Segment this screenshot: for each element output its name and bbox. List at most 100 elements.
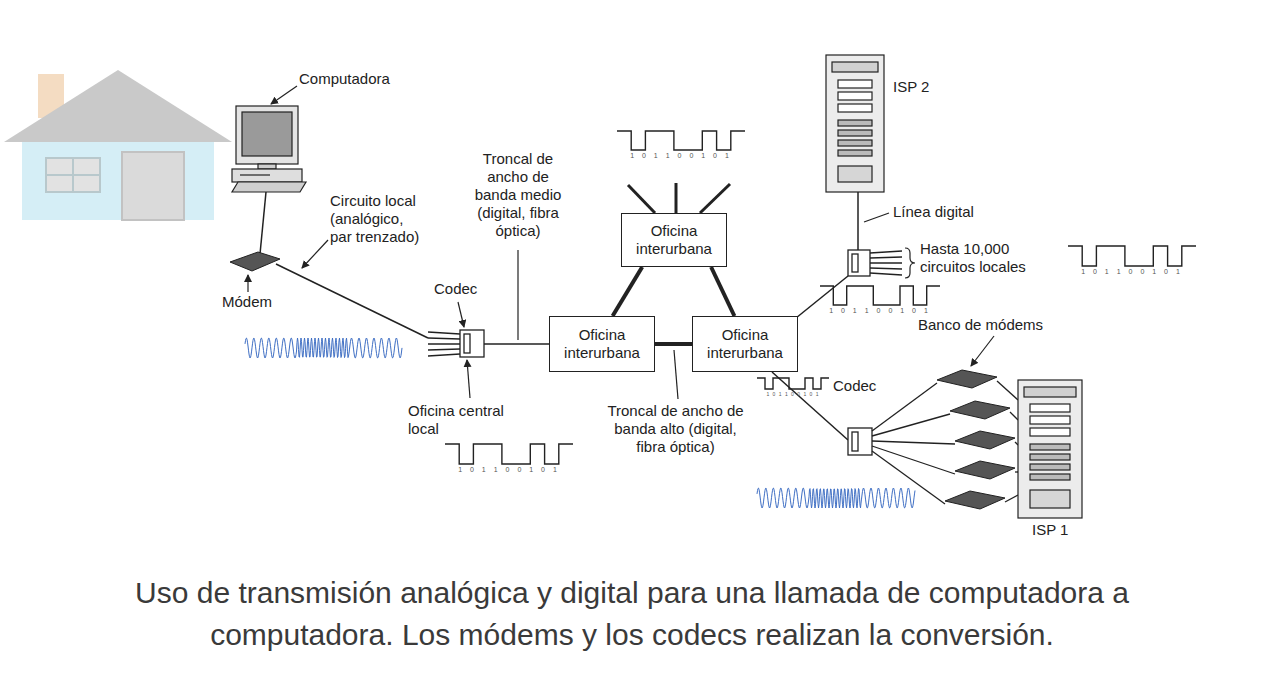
- house-icon: [4, 70, 232, 220]
- bit-sequence: 1 0 1 1 0 0 1 0 1: [445, 466, 573, 474]
- leader-line-part: [458, 302, 464, 327]
- modem-bank-wire-part: [1005, 495, 1018, 502]
- local-loop-wire-part: [428, 343, 460, 345]
- server-icon-part: [838, 80, 872, 88]
- local-loop-wire-part: [428, 349, 460, 350]
- device-label: Codec: [833, 377, 876, 395]
- codec-symbol: [848, 250, 872, 455]
- digital-line-part: [870, 273, 902, 275]
- modem-bank-wire-part: [997, 381, 1018, 400]
- digital-wave: [445, 131, 1196, 464]
- trunk-wire-part: [675, 183, 678, 213]
- modem-bank-wire-part: [872, 414, 950, 436]
- digital-line-part: [870, 268, 902, 269]
- server-icon-part: [832, 62, 878, 72]
- note-label: Hasta 10,000 circuitos locales: [920, 240, 1032, 276]
- computer-icon-part: [232, 169, 302, 182]
- modem-bank: [937, 370, 1015, 509]
- codec-symbol-part: [464, 334, 470, 353]
- device-label: Computadora: [299, 70, 390, 88]
- digital-wave-part: [1068, 246, 1196, 266]
- modem-bank-wire-part: [1010, 412, 1018, 420]
- server-icon-part: [1030, 444, 1070, 450]
- server-icon: [826, 55, 884, 192]
- local-loop-wire: [260, 192, 460, 356]
- leader-line-part: [517, 250, 518, 340]
- codec-symbol-part: [848, 250, 870, 276]
- house-icon-part: [4, 70, 232, 142]
- modem-bank-part: [950, 401, 1010, 419]
- modem-bank-wire-part: [872, 383, 937, 431]
- trunk-wire-part: [484, 343, 549, 345]
- bit-sequence: 1 0 1 1 0 0 1 0 1: [1068, 268, 1196, 276]
- local-loop-wire-part: [428, 338, 460, 339]
- device-label: Codec: [434, 280, 477, 298]
- digital-wave-part: [445, 444, 573, 464]
- modem-bank-part: [955, 461, 1015, 479]
- local-loop-wire-part: [260, 192, 266, 254]
- modem-bank-wire-part: [872, 441, 955, 444]
- leader-line-part: [971, 336, 994, 366]
- trunk-label: Troncal de ancho de banda medio (digital…: [468, 150, 568, 240]
- leader-line-part: [674, 350, 678, 399]
- computer-icon-part: [242, 112, 292, 156]
- server-icon-part: [1030, 416, 1070, 424]
- house-icon-part: [46, 158, 100, 192]
- server-icon-part: [838, 104, 872, 112]
- device-label: Módem: [222, 293, 272, 311]
- office-label: Oficina interurbana: [628, 222, 720, 258]
- codec-symbol-part: [460, 330, 484, 357]
- house-icon-part: [22, 142, 214, 220]
- leader-line-part: [467, 360, 470, 398]
- office-box: Oficina interurbana: [621, 213, 727, 267]
- modem-bank-wire-part: [872, 451, 945, 504]
- server-icon-part: [838, 120, 872, 126]
- digital-line-part: [870, 251, 902, 253]
- trunk-wire-part: [700, 184, 730, 213]
- digital-line-part: [870, 257, 902, 258]
- server-icon-part: [838, 166, 872, 182]
- codec-symbol-part: [852, 254, 858, 272]
- office-label: Oficina interurbana: [699, 326, 791, 362]
- codec-symbol-part: [848, 428, 872, 455]
- server-icon-part: [838, 140, 872, 146]
- computer-icon: [232, 106, 306, 192]
- digital-wave-part: [820, 286, 940, 305]
- computer-icon-part: [236, 106, 298, 164]
- leader-line-part: [302, 240, 328, 268]
- leader-line-part: [864, 213, 889, 222]
- server-icon-part: [1030, 404, 1070, 412]
- server-icon-part: [1030, 454, 1070, 460]
- office-box: Oficina interurbana: [549, 316, 655, 372]
- digital-line-part: [857, 192, 859, 250]
- server-icon-part: [1024, 387, 1076, 397]
- server-icon: [1018, 380, 1082, 518]
- trunk-wire-part: [628, 185, 655, 213]
- trunk-connector: [655, 342, 692, 346]
- server-icon-part: [1030, 474, 1070, 480]
- digital-wave-part: [757, 378, 829, 389]
- computer-icon-part: [232, 182, 306, 192]
- local-loop-wire-part: [428, 354, 460, 356]
- house-icon-part: [46, 174, 100, 176]
- server-icon-part: [838, 130, 872, 136]
- trunk-connector: [613, 267, 643, 316]
- server-icon-part: [1018, 380, 1082, 518]
- server-icon-part: [838, 150, 872, 156]
- trunk-connector: [711, 267, 734, 316]
- trunk-wire: [484, 183, 848, 440]
- server-label: ISP 2: [893, 78, 929, 96]
- codec-symbol: [460, 330, 484, 357]
- bit-sequence: 1 0 1 1 0 0 1 0 1: [617, 152, 745, 160]
- trunk-label: Troncal de ancho de banda alto (digital,…: [603, 402, 748, 456]
- computer-icon-part: [258, 164, 276, 169]
- office-box: Oficina interurbana: [692, 316, 798, 372]
- device-label: Banco de módems: [918, 316, 1043, 334]
- modem-icon: [230, 252, 280, 271]
- computer-icon-part: [240, 174, 270, 175]
- office-label: Oficina interurbana: [556, 326, 648, 362]
- modem-bank-part: [945, 491, 1005, 509]
- server-icon-part: [1030, 428, 1070, 436]
- wire-label: Circuito local (analógico, par trenzado): [330, 192, 426, 246]
- office-label: Oficina central local: [408, 402, 520, 438]
